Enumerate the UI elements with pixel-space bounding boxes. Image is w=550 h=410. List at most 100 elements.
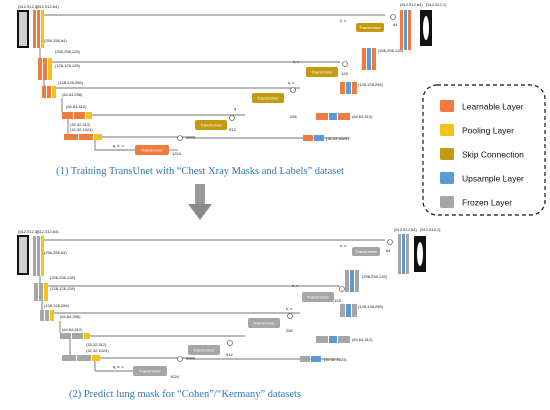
encoder-block-64-top [62, 112, 92, 119]
decoder-block-512-bottom [316, 336, 350, 343]
svg-text:(128,128,256): (128,128,256) [358, 82, 384, 87]
qkv-label: q, k, v [113, 143, 124, 148]
input-image-bottom [17, 235, 29, 275]
svg-text:k, v: k, v [340, 18, 346, 23]
flow-arrow [188, 184, 212, 220]
channel-label: 1024 [172, 151, 182, 156]
decoder-block-256-top [340, 82, 357, 94]
svg-text:q, k, v: q, k, v [113, 364, 124, 369]
legend-item: Skip Connection [440, 148, 524, 160]
attention-node [177, 135, 183, 141]
encoder-block-256-bottom [34, 283, 48, 301]
svg-text:(64,64,512): (64,64,512) [352, 114, 373, 119]
svg-text:(128,128,256): (128,128,256) [358, 304, 384, 309]
svg-text:Transformer: Transformer [139, 369, 161, 374]
transformer-block-512-bottom: Transformer [188, 345, 220, 355]
legend-swatch [440, 196, 454, 208]
transformer-block-128-top: Transformer [306, 67, 338, 77]
encoder-block-32-top [64, 134, 102, 140]
svg-text:(32,32,1024): (32,32,1024) [86, 348, 109, 353]
dim-label: (256,256,64) [44, 38, 67, 43]
transformer-block-128-bottom: Transformer [302, 292, 334, 302]
output-mask-top [420, 10, 432, 46]
dim-label: (512,512,64) [36, 4, 59, 9]
svg-text:Transformer: Transformer [141, 148, 163, 153]
legend-swatch [440, 172, 454, 184]
svg-text:512: 512 [229, 127, 236, 132]
svg-text:128: 128 [334, 298, 341, 303]
decoder-block-64-bottom [398, 234, 409, 274]
svg-text:(512,512,1): (512,512,1) [426, 2, 447, 7]
svg-text:Transformer: Transformer [193, 348, 215, 353]
dim-label: (128,128,128) [55, 63, 81, 68]
svg-text:(64,64,512): (64,64,512) [62, 327, 83, 332]
svg-text:64: 64 [393, 22, 398, 27]
svg-text:Transformer: Transformer [257, 96, 279, 101]
svg-text:(32,32,512): (32,32,512) [86, 342, 107, 347]
svg-text:(512,512,64): (512,512,64) [36, 229, 59, 234]
caption-training: (1) Training TransUnet with “Chest Xray … [56, 166, 344, 177]
transformer-block-64-bottom: Transformer [352, 247, 380, 256]
svg-text:256: 256 [290, 114, 297, 119]
legend-swatch [440, 148, 454, 160]
dim-label: (64,64,512) [66, 104, 87, 109]
transformer-block-bottleneck-top: Transformer [135, 145, 169, 155]
decoder-block-512-top [316, 113, 350, 120]
dim-label: (512,512,1) [18, 4, 39, 9]
decoder-block-128-bottom [345, 270, 359, 292]
encoder-block-512-top [33, 10, 44, 48]
dim-label: (32,32,512) [70, 122, 91, 127]
legend-item: Learnable Layer [440, 100, 524, 112]
svg-text:(256,256,64): (256,256,64) [44, 250, 67, 255]
legend-label: Learnable Layer [462, 102, 524, 112]
svg-text:k, v: k, v [292, 283, 298, 288]
transformer-block-64-top: Transformer [356, 23, 384, 32]
svg-text:Transformer: Transformer [311, 70, 333, 75]
svg-text:(512,512,64): (512,512,64) [400, 2, 423, 7]
legend-item: Pooling Layer [440, 124, 514, 136]
svg-text:q: q [234, 106, 236, 111]
svg-text:256: 256 [286, 328, 293, 333]
svg-text:Transformer: Transformer [355, 249, 377, 254]
training-panel: (512,512,1) (512,512,64) (256,256,64) (2… [17, 2, 447, 156]
svg-text:Transformer: Transformer [200, 123, 222, 128]
legend-label: Upsample Layer [462, 174, 524, 184]
input-image-top [17, 10, 29, 48]
transformer-block-256-top: Transformer [252, 93, 284, 103]
svg-text:(512,512,1): (512,512,1) [18, 229, 39, 234]
svg-text:Transformer: Transformer [359, 25, 381, 30]
caption-prediction: (2) Predict lung mask for “Cohen”/“Kerma… [69, 389, 301, 400]
svg-text:(32,32,1024): (32,32,1024) [324, 357, 347, 362]
transformer-block-bottleneck-bottom: Transformer [133, 366, 167, 376]
legend-item: Upsample Layer [440, 172, 524, 184]
svg-text:k, v: k, v [288, 80, 294, 85]
svg-text:1024: 1024 [170, 374, 180, 379]
decoder-block-128-top [362, 48, 376, 70]
legend-label: Frozen Layer [462, 198, 512, 208]
encoder-block-512-bottom [33, 236, 44, 276]
svg-text:512: 512 [226, 352, 233, 357]
legend-label: Pooling Layer [462, 126, 514, 136]
svg-text:(256,256,128): (256,256,128) [378, 48, 404, 53]
svg-text:64: 64 [386, 248, 391, 253]
svg-text:(512,512,64): (512,512,64) [394, 227, 417, 232]
legend-swatch [440, 100, 454, 112]
svg-text:(128,128,128): (128,128,128) [50, 286, 76, 291]
svg-text:(256,256,128): (256,256,128) [50, 275, 76, 280]
dim-label: (128,128,256) [58, 80, 84, 85]
dim-label: (64,64,256) [62, 92, 83, 97]
decoder-block-256-bottom [340, 304, 357, 317]
svg-text:(128,128,256): (128,128,256) [44, 303, 70, 308]
svg-text:k, v: k, v [286, 306, 292, 311]
svg-text:128: 128 [341, 71, 348, 76]
svg-text:(64,64,512): (64,64,512) [352, 337, 373, 342]
encoder-block-64-bottom [60, 333, 90, 339]
output-mask-bottom [414, 236, 426, 272]
prediction-panel: (512,512,1) (512,512,64) (256,256,64) (2… [17, 227, 441, 379]
svg-text:(256,256,128): (256,256,128) [362, 274, 388, 279]
svg-text:(64,64,256): (64,64,256) [60, 314, 81, 319]
decoder-block-64-top [400, 10, 411, 50]
svg-text:k, v: k, v [293, 59, 299, 64]
